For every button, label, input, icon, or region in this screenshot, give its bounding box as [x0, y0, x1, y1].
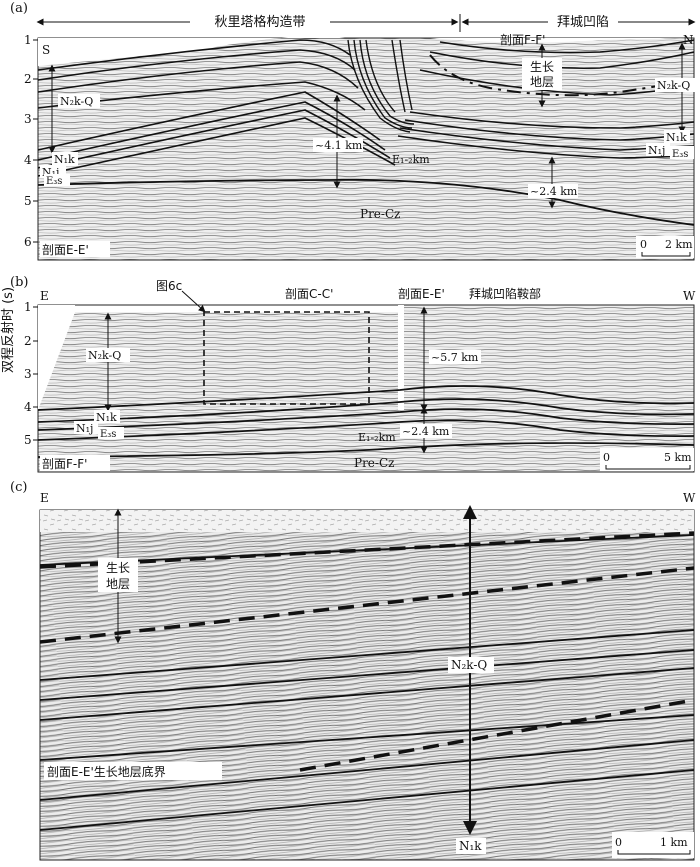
- panel-a-yaxis: 1 2 3 4 5 6: [24, 33, 38, 249]
- b-n1k: N₁k: [96, 411, 117, 424]
- a-ytick: 1: [24, 33, 32, 47]
- b-section-ref-1: 剖面C-C': [285, 287, 333, 301]
- b-e12km: E₁-₂km: [358, 431, 396, 444]
- b-scale-end: 5 km: [664, 451, 692, 464]
- b-saddle: 拜城凹陷鞍部: [469, 286, 541, 301]
- b-ytick: 4: [24, 400, 32, 414]
- b-n1j: N₁j: [76, 422, 93, 435]
- b-ytick: 2: [24, 334, 32, 348]
- b-dir-right: W: [683, 289, 696, 303]
- b-precz: Pre-Cz: [354, 456, 394, 470]
- a-precz: Pre-Cz: [360, 207, 400, 221]
- b-thick-1: ~5.7 km: [431, 351, 479, 364]
- a-ytick: 5: [24, 194, 32, 208]
- a-ytick: 3: [24, 112, 32, 126]
- zone-baicheng: 拜城凹陷: [557, 15, 609, 30]
- a-ytick: 2: [24, 72, 32, 86]
- b-ytick: 1: [24, 300, 32, 314]
- a-growth-2: 地层: [530, 75, 554, 89]
- c-boundary: 剖面E-E'生长地层底界: [47, 764, 166, 779]
- a-dir-right: N: [683, 33, 694, 47]
- a-n1k-right: N₁k: [666, 131, 687, 144]
- a-ytick: 6: [24, 235, 32, 249]
- panel-a-tag: (a): [10, 1, 28, 16]
- b-fig-ref: 图6c: [156, 279, 182, 293]
- a-section-ref: 剖面F-F': [500, 33, 545, 47]
- fig6c-box: [203, 311, 370, 405]
- c-n2kq: N₂k-Q: [451, 658, 487, 672]
- c-growth-1: 生长: [106, 561, 130, 575]
- b-section-ref-2: 剖面E-E': [398, 287, 445, 301]
- a-section-name: 剖面E-E': [42, 243, 89, 257]
- c-growth-2: 地层: [106, 577, 130, 591]
- a-thick-1: ~4.1 km: [315, 139, 363, 152]
- y-axis-title: 双程反射时 (s): [0, 287, 16, 373]
- c-n1k: N₁k: [459, 839, 482, 853]
- a-n2kq-left: N₂k-Q: [60, 95, 93, 108]
- a-dir-left: S: [42, 43, 50, 57]
- a-scale-0: 0: [640, 238, 647, 251]
- a-e3s-left: E₃s: [46, 176, 62, 187]
- a-e12km: E₁-₂km: [392, 153, 430, 166]
- a-scale-end: 2 km: [665, 238, 693, 251]
- b-dir-left: E: [40, 289, 49, 303]
- b-section-name: 剖面F-F': [42, 457, 87, 471]
- b-scale-0: 0: [603, 451, 610, 464]
- panel-c: (c) E W 生长 地层 N₂k-Q N₁k 剖面E: [10, 480, 696, 861]
- c-dir-left: E: [40, 491, 49, 505]
- panel-b: (b) E W 图6c 剖面C-C' 剖面E-E' 拜城凹陷鞍部: [10, 275, 696, 473]
- b-n2kq: N₂k-Q: [88, 349, 121, 362]
- b-ytick: 3: [24, 367, 32, 381]
- a-e3s-right: E₃s: [672, 149, 688, 160]
- a-n1k-left: N₁k: [54, 153, 75, 166]
- a-ytick: 4: [24, 153, 32, 167]
- panel-a: (a) 秋里塔格构造带 拜城凹陷: [10, 1, 697, 261]
- b-e3s: E₃s: [100, 429, 116, 440]
- a-n2kq-right: N₂k-Q: [657, 79, 690, 92]
- c-scale-end: 1 km: [660, 836, 688, 849]
- panel-b-tag: (b): [10, 275, 28, 290]
- a-growth-1: 生长: [530, 60, 554, 74]
- c-scale-0: 0: [615, 836, 622, 849]
- zone-qiulitage: 秋里塔格构造带: [214, 14, 305, 30]
- c-dir-right: W: [683, 491, 696, 505]
- b-thick-2: ~2.4 km: [402, 425, 450, 438]
- a-thick-2: ~2.4 km: [530, 185, 578, 198]
- panel-c-tag: (c): [10, 480, 27, 495]
- a-n1j-right: N₁j: [648, 144, 665, 157]
- b-ytick: 5: [24, 433, 32, 447]
